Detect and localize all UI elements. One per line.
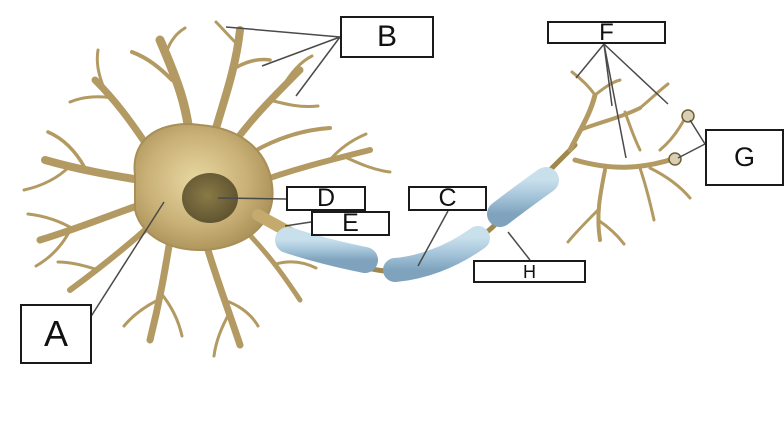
label-g: G — [705, 129, 784, 186]
synaptic-knob — [668, 152, 682, 166]
label-e: E — [311, 211, 390, 236]
axon-terminals — [566, 70, 692, 246]
synaptic-terminals — [668, 109, 695, 166]
leader-lines — [89, 26, 706, 319]
label-f: F — [547, 20, 666, 44]
label-b: B — [340, 16, 434, 58]
label-d: D — [286, 186, 366, 211]
nucleus — [182, 173, 238, 223]
myelin-sheath — [275, 167, 559, 282]
label-c: C — [408, 186, 487, 211]
synaptic-knob — [681, 109, 695, 123]
label-a: A — [20, 304, 92, 364]
label-h: H — [473, 260, 586, 283]
